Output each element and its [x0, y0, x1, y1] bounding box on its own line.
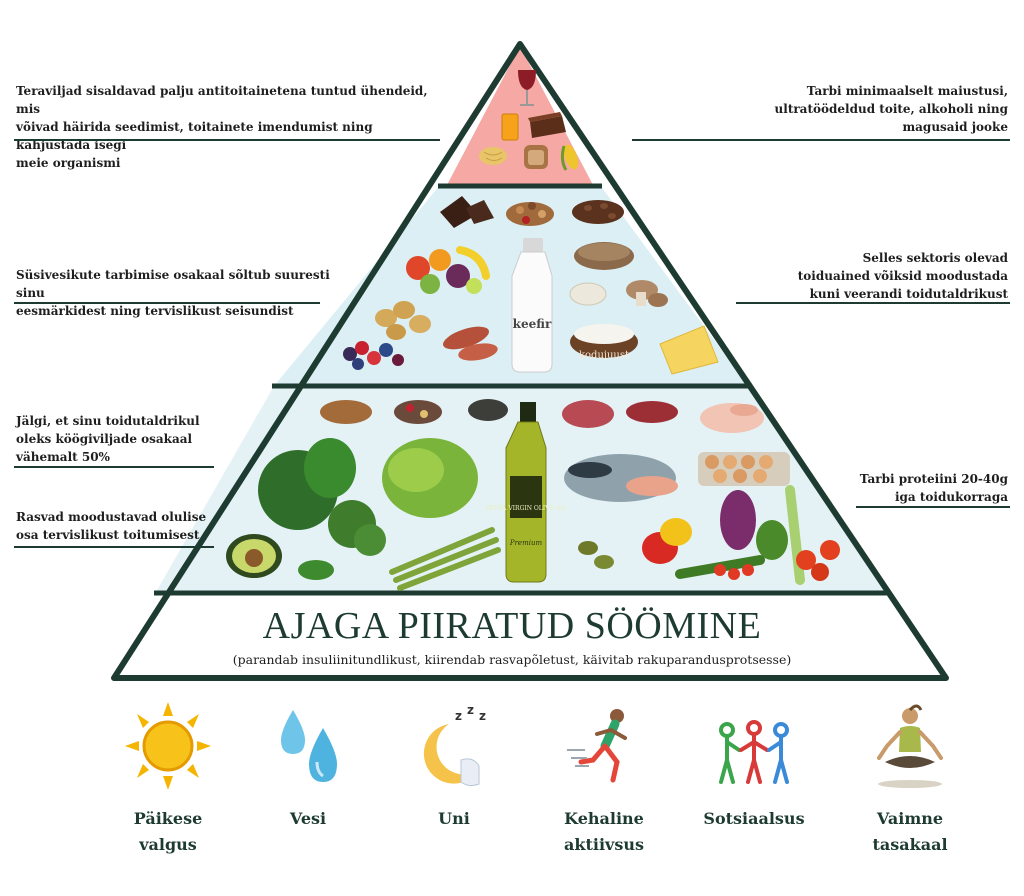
note-carbs-rule	[14, 302, 320, 304]
asparagus-icon	[389, 527, 501, 591]
wine-glass-icon	[518, 70, 536, 106]
rice-icon	[569, 282, 607, 306]
spinach-icon	[298, 560, 334, 580]
svg-text:z: z	[479, 709, 486, 723]
cheese-icon	[659, 325, 719, 375]
note-grains: Teraviljad sisaldavad palju antitoitaine…	[16, 84, 428, 170]
olive-oil-bottle-icon: EXTRA VIRGIN OLIVE OIL Premium	[485, 402, 567, 583]
svg-text:z: z	[455, 709, 462, 723]
berries-icon	[343, 341, 404, 370]
dark-chocolate-icon	[440, 196, 494, 228]
kefir-bottle-icon: keefir	[511, 238, 553, 373]
people-icon	[719, 720, 789, 784]
potatoes-icon	[375, 301, 431, 340]
fish-seafood-icon	[564, 454, 678, 502]
olives-icon	[578, 541, 614, 569]
note-treats-rule	[632, 139, 1010, 141]
lifestyle-sunlight: Päikese valgus	[98, 700, 238, 858]
note-protein: Tarbi proteiini 20-40g iga toidukorraga	[859, 472, 1008, 504]
buckwheat-icon	[574, 242, 634, 270]
lifestyle-label-water: Vesi	[289, 809, 327, 828]
lifestyle-label-mental-balance: Vaimne tasakaal	[872, 809, 948, 854]
olive-oil-label: EXTRA VIRGIN OLIVE OIL	[485, 505, 567, 512]
lifestyle-mental-balance: Vaimne tasakaal	[840, 700, 980, 858]
note-fats: Rasvad moodustavad olulise osa tervislik…	[16, 510, 207, 542]
note-quarter-plate-rule	[736, 302, 1010, 304]
lifestyle-label-sleep: Uni	[438, 809, 470, 828]
chicken-icon	[700, 403, 764, 433]
broccoli-icon	[328, 500, 386, 556]
nuts-mix-icon	[506, 202, 554, 226]
note-quarter-plate: Selles sektoris olevad toiduained võiksi…	[797, 251, 1008, 301]
lifestyle-sleep: z z z Uni	[384, 700, 524, 832]
mushrooms-icon	[626, 280, 668, 307]
sleep-moon-icon: z z z	[423, 703, 486, 787]
meat-icon	[562, 400, 678, 428]
pyramid-base-title: AJAGA PIIRATUD SÖÖMINE	[262, 605, 762, 647]
avocado-icon	[226, 534, 282, 578]
note-protein-rule	[856, 506, 1010, 508]
juice-glass-icon	[501, 113, 519, 141]
note-vegetables-rule	[14, 466, 214, 468]
pasta-icon	[479, 147, 507, 165]
nuts-seeds-icon	[320, 400, 442, 424]
mixed-vegetables-icon	[642, 485, 840, 585]
svg-text:z: z	[467, 703, 474, 717]
chocolate-cake-icon	[528, 112, 566, 138]
eggs-icon	[698, 452, 790, 486]
pyramid-base-subtitle: (parandab insuliinitundlikust, kiirendab…	[232, 652, 792, 667]
runner-icon	[567, 709, 627, 783]
cocoa-beans-icon	[572, 200, 624, 224]
water-drops-icon	[281, 710, 337, 782]
note-treats: Tarbi minimaalselt maiustusi, ultratööde…	[774, 84, 1008, 134]
leafy-greens-icon	[258, 438, 478, 530]
sun-icon	[125, 702, 211, 790]
lifestyle-label-physical-activity: Kehaline aktiivsus	[564, 809, 644, 854]
cottage-cheese-label: kodujuust	[579, 350, 629, 361]
corn-icon	[560, 144, 579, 171]
note-fats-rule	[14, 546, 214, 548]
note-carbs: Süsivesikute tarbimise osakaal sõltub su…	[16, 268, 330, 318]
pyramid-outline	[111, 41, 949, 681]
lifestyle-water: Vesi	[238, 700, 378, 832]
lifestyle-label-social: Sotsiaalsus	[703, 809, 805, 828]
note-vegetables: Jälgi, et sinu toidutaldrikul oleks köög…	[16, 414, 200, 464]
chia-seeds-icon	[468, 399, 508, 421]
kefir-label: keefir	[513, 317, 552, 331]
lifestyle-label-sunlight: Päikese valgus	[133, 809, 203, 854]
sweet-potatoes-icon	[443, 326, 498, 361]
bread-icon	[524, 145, 548, 169]
fruit-bowl-icon	[406, 246, 490, 294]
meditation-icon	[877, 704, 943, 788]
lifestyle-physical-activity: Kehaline aktiivsus	[534, 700, 674, 858]
cottage-cheese-bowl-icon: kodujuust	[570, 324, 638, 361]
note-grains-rule	[14, 139, 440, 141]
lifestyle-social: Sotsiaalsus	[684, 700, 824, 832]
olive-oil-sub-label: Premium	[509, 539, 543, 547]
